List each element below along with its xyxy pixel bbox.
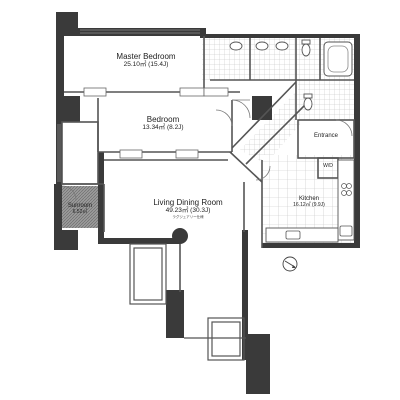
room-area: 6.52㎡ [72,208,88,215]
sink-icon [285,225,353,240]
washbasin-icon [229,41,289,51]
room-name: Living Dining Room [153,198,223,207]
room-sunroom: Sunroom 6.52㎡ [60,203,100,216]
sunroom-fill [58,186,104,228]
room-name: Entrance [313,133,338,139]
kitchen-counter [265,159,355,243]
room-bedroom: Bedroom 13.34㎡ (8.2J) [118,115,208,132]
room-name: Master Bedroom [116,52,176,61]
room-area: 16.12㎡ (9.9J) [293,201,325,208]
room-area: 49.23㎡ (30.3J) [165,207,211,215]
room-name: W/D [323,163,333,169]
room-kitchen: Kitchen 16.12㎡ (9.9J) [284,196,334,209]
windows [57,29,200,182]
bathtub-icon [323,41,353,77]
room-area: 13.34㎡ (8.2J) [142,124,184,132]
room-note: ラグジュアリー仕様 [172,214,204,219]
room-wd: W/D [318,163,338,170]
walls [54,12,360,394]
hall-tiles [240,90,318,164]
balconies [129,243,246,361]
room-name: Sunroom [67,203,93,209]
stove-icon [341,183,352,196]
room-living-dining: Living Dining Room 49.23㎡ (30.3J) ラグジュアリ… [138,198,238,219]
north-compass-icon [282,256,298,272]
room-area: 25.10㎡ (15.4J) [123,61,169,69]
room-master-bedroom: Master Bedroom 25.10㎡ (15.4J) [96,52,196,69]
room-name: Kitchen [298,196,319,202]
door-swings [61,99,353,201]
toilet-icon [301,39,313,111]
closet-doors [83,87,229,159]
room-name: Bedroom [146,115,180,124]
partitions [61,36,355,292]
room-entrance: Entrance [302,133,350,140]
column-icon [172,228,188,244]
